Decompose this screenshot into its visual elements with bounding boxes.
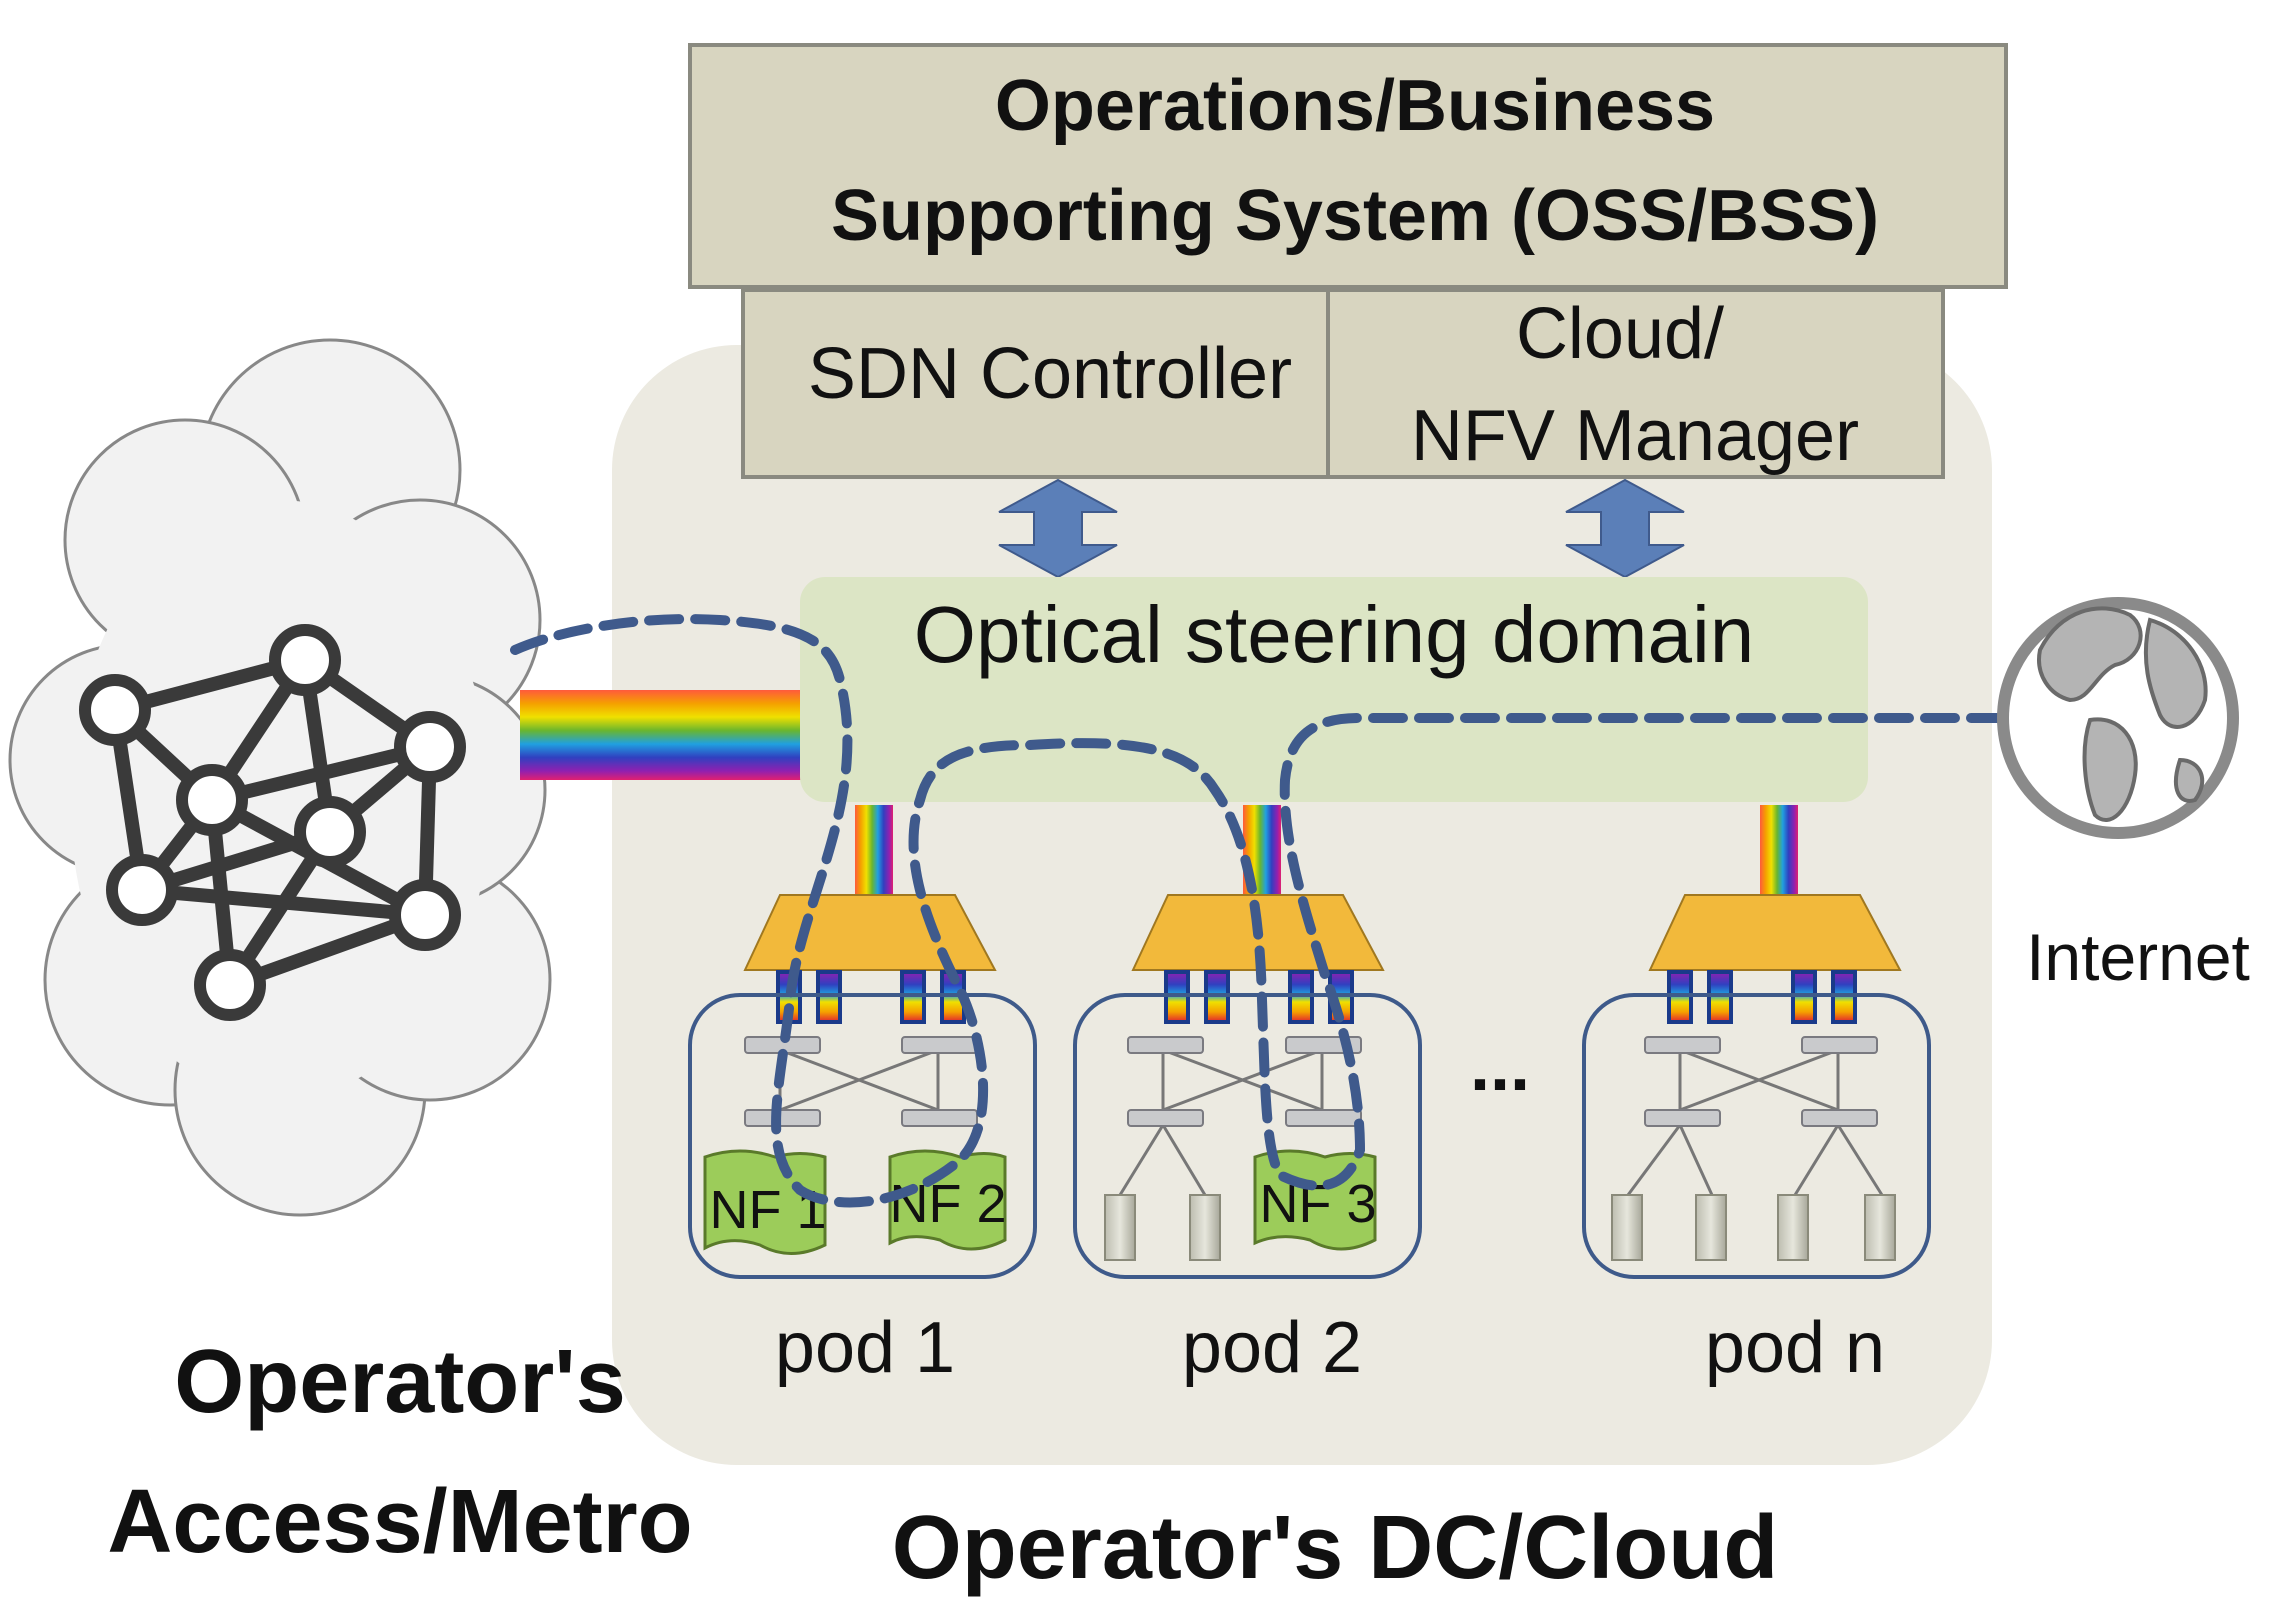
service-chain-path	[510, 614, 2045, 1208]
pod2-fabric	[1118, 1048, 1324, 1196]
access-metro-label-line2: Access/Metro	[107, 1472, 692, 1572]
sdn-controller-box	[741, 288, 1330, 479]
access-metro-label-line1: Operator's	[174, 1332, 626, 1432]
oss-bss-line2: Supporting System (OSS/BSS)	[831, 176, 1879, 256]
network-graph-icon	[79, 624, 466, 1021]
more-pods-ellipsis: ...	[1470, 1026, 1530, 1106]
podn-label: pod n	[1705, 1308, 1885, 1388]
oss-bss-box	[688, 43, 2008, 289]
pod2-label: pod 2	[1182, 1308, 1362, 1388]
pod1-label: pod 1	[775, 1308, 955, 1388]
sdn-controller-label: SDN Controller	[808, 334, 1292, 414]
nfv-manager-line2: NFV Manager	[1411, 396, 1859, 476]
pod-containers	[688, 993, 1931, 1279]
nf3-label: NF 3	[1259, 1174, 1376, 1234]
nfv-manager-line1: Cloud/	[1516, 294, 1724, 374]
wdm-fiber-bundle	[520, 690, 802, 780]
nf1-label: NF 1	[709, 1180, 826, 1240]
server-icon	[1104, 1194, 1896, 1261]
dc-cloud-label: Operator's DC/Cloud	[892, 1498, 1778, 1598]
internet-label: Internet	[2026, 920, 2250, 994]
globe-icon	[1997, 597, 2239, 839]
podn-fabric	[1626, 1048, 1884, 1196]
oss-bss-line1: Operations/Business	[995, 66, 1715, 146]
podn-fiber	[1760, 805, 1798, 895]
optical-steering-domain-label: Optical steering domain	[914, 590, 1754, 679]
nfv-manager-box	[1326, 288, 1945, 479]
nf2-label: NF 2	[889, 1174, 1006, 1234]
pod1-fiber	[855, 805, 893, 895]
optical-steering-domain	[800, 577, 1868, 802]
